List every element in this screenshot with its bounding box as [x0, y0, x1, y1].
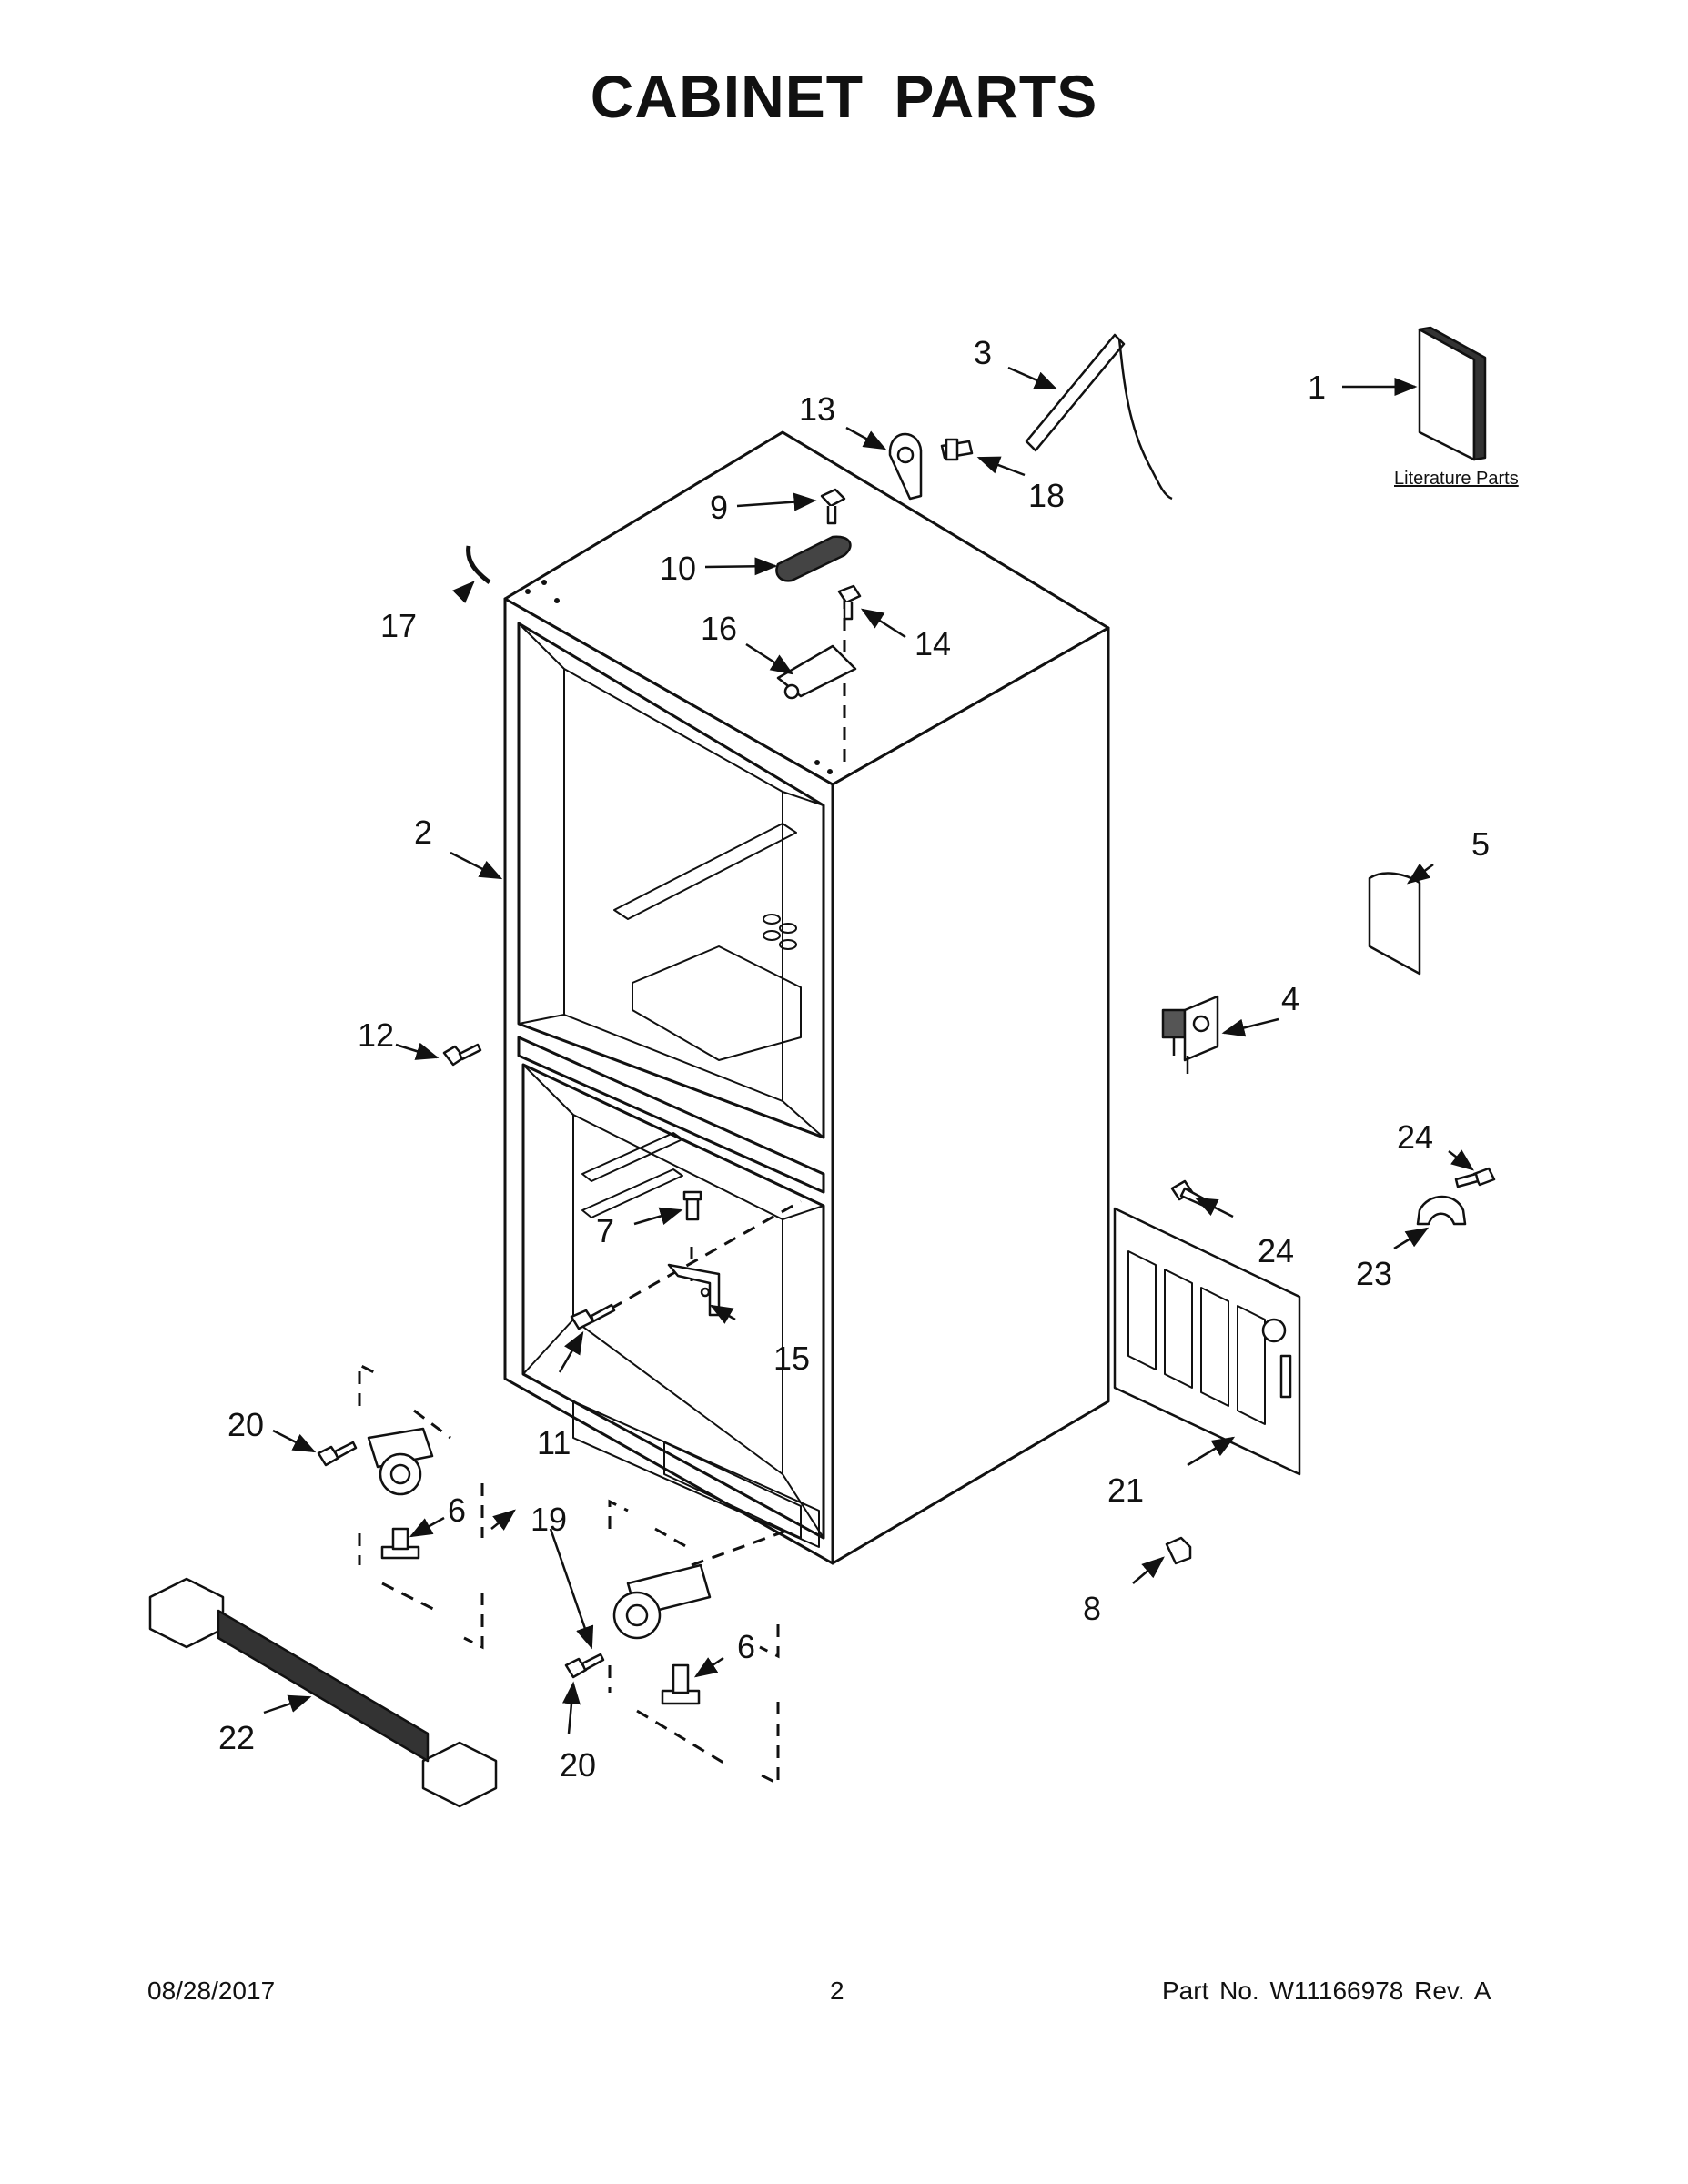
- callout-13: 13: [799, 390, 835, 428]
- callout-labels: 1 2 3 4 5 6 6 7 8 9 10 11 12 13 14 15 16…: [218, 334, 1519, 1784]
- toe-grille-part: [148, 1577, 498, 1808]
- callout-20b: 20: [560, 1746, 596, 1784]
- callout-21: 21: [1107, 1471, 1144, 1509]
- tube-part: [466, 545, 491, 584]
- callout-11: 11: [537, 1424, 571, 1461]
- callout-12: 12: [358, 1016, 394, 1054]
- screw-24b-part: [1454, 1167, 1496, 1188]
- callout-18: 18: [1028, 477, 1065, 514]
- clip-part: [1165, 1536, 1192, 1565]
- screw-18-part: [940, 438, 974, 461]
- cover-part: [1368, 872, 1421, 976]
- leveling-foot-left-part: [367, 1427, 434, 1560]
- footer-page-number: 2: [830, 1977, 844, 2005]
- callout-16: 16: [701, 610, 737, 647]
- callout-23: 23: [1356, 1255, 1392, 1292]
- screw-11-part: [570, 1303, 616, 1330]
- callout-3: 3: [974, 334, 992, 371]
- callout-4: 4: [1281, 980, 1299, 1017]
- footer-date: 08/28/2017: [147, 1977, 276, 2005]
- hinge-cover-part: [888, 432, 923, 500]
- grille-part: [1113, 1207, 1301, 1476]
- callout-1: 1: [1308, 369, 1326, 406]
- callout-15: 15: [773, 1340, 810, 1377]
- callout-8: 8: [1083, 1590, 1101, 1627]
- callout-9: 9: [710, 489, 728, 526]
- callout-14: 14: [915, 625, 951, 662]
- water-line-part: [1025, 333, 1173, 500]
- pin-part: [682, 1190, 702, 1221]
- callout-2: 2: [414, 814, 432, 851]
- callout-24a: 24: [1258, 1232, 1294, 1269]
- callout-19: 19: [531, 1501, 567, 1538]
- screw-20a-part: [317, 1441, 358, 1467]
- cabinet-body: [503, 430, 1110, 1565]
- leader-arrows: [263, 366, 1474, 1734]
- callout-6b: 6: [737, 1628, 755, 1665]
- callout-20a: 20: [227, 1406, 264, 1443]
- callout-22: 22: [218, 1719, 255, 1756]
- leveling-foot-right-part: [612, 1563, 712, 1705]
- screw-9-part: [820, 488, 846, 525]
- water-valve-part: [1161, 995, 1219, 1074]
- literature-parts-icon: [1418, 326, 1487, 461]
- assembly-lines: [358, 596, 846, 1786]
- callout-10: 10: [660, 550, 696, 587]
- footer-part-number: Part No. W11166978 Rev. A: [1162, 1977, 1491, 2005]
- page-title: CABINET PARTS: [590, 63, 1098, 130]
- screw-20b-part: [564, 1653, 605, 1679]
- callout-7: 7: [596, 1212, 614, 1249]
- callout-24b: 24: [1397, 1118, 1433, 1156]
- callout-17: 17: [380, 607, 417, 644]
- callout-6a: 6: [448, 1491, 466, 1529]
- clamp-part: [1416, 1195, 1467, 1226]
- literature-parts-label: Literature Parts: [1394, 469, 1519, 489]
- hinge-plate-part: [776, 644, 857, 700]
- callout-5: 5: [1471, 825, 1490, 863]
- screw-12-part: [442, 1043, 482, 1067]
- screw-14-part: [837, 584, 862, 621]
